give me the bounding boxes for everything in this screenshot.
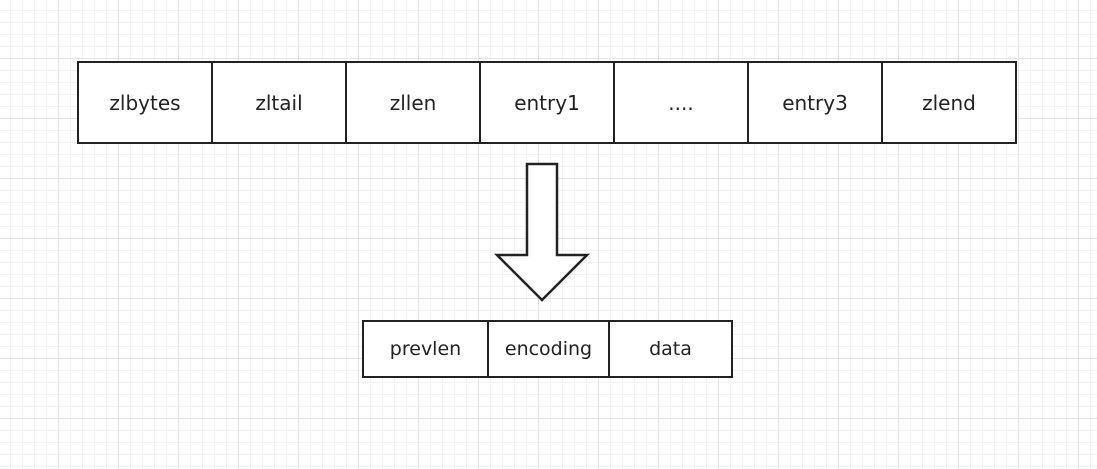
ziplist-field-entry3: entry3 [747,61,883,144]
ziplist-field-zltail: zltail [211,61,347,144]
entry-structure: prevlen encoding data [362,320,733,378]
entry-field-encoding: encoding [487,320,610,378]
ziplist-field-ellipsis: .... [613,61,749,144]
ziplist-field-zllen: zllen [345,61,481,144]
ziplist-field-zlend: zlend [881,61,1017,144]
ziplist-field-entry1: entry1 [479,61,615,144]
down-arrow-icon [494,162,590,302]
entry-field-data: data [608,320,733,378]
ziplist-field-zlbytes: zlbytes [77,61,213,144]
entry-field-prevlen: prevlen [362,320,489,378]
ziplist-structure: zlbytes zltail zllen entry1 .... entry3 … [77,61,1017,144]
